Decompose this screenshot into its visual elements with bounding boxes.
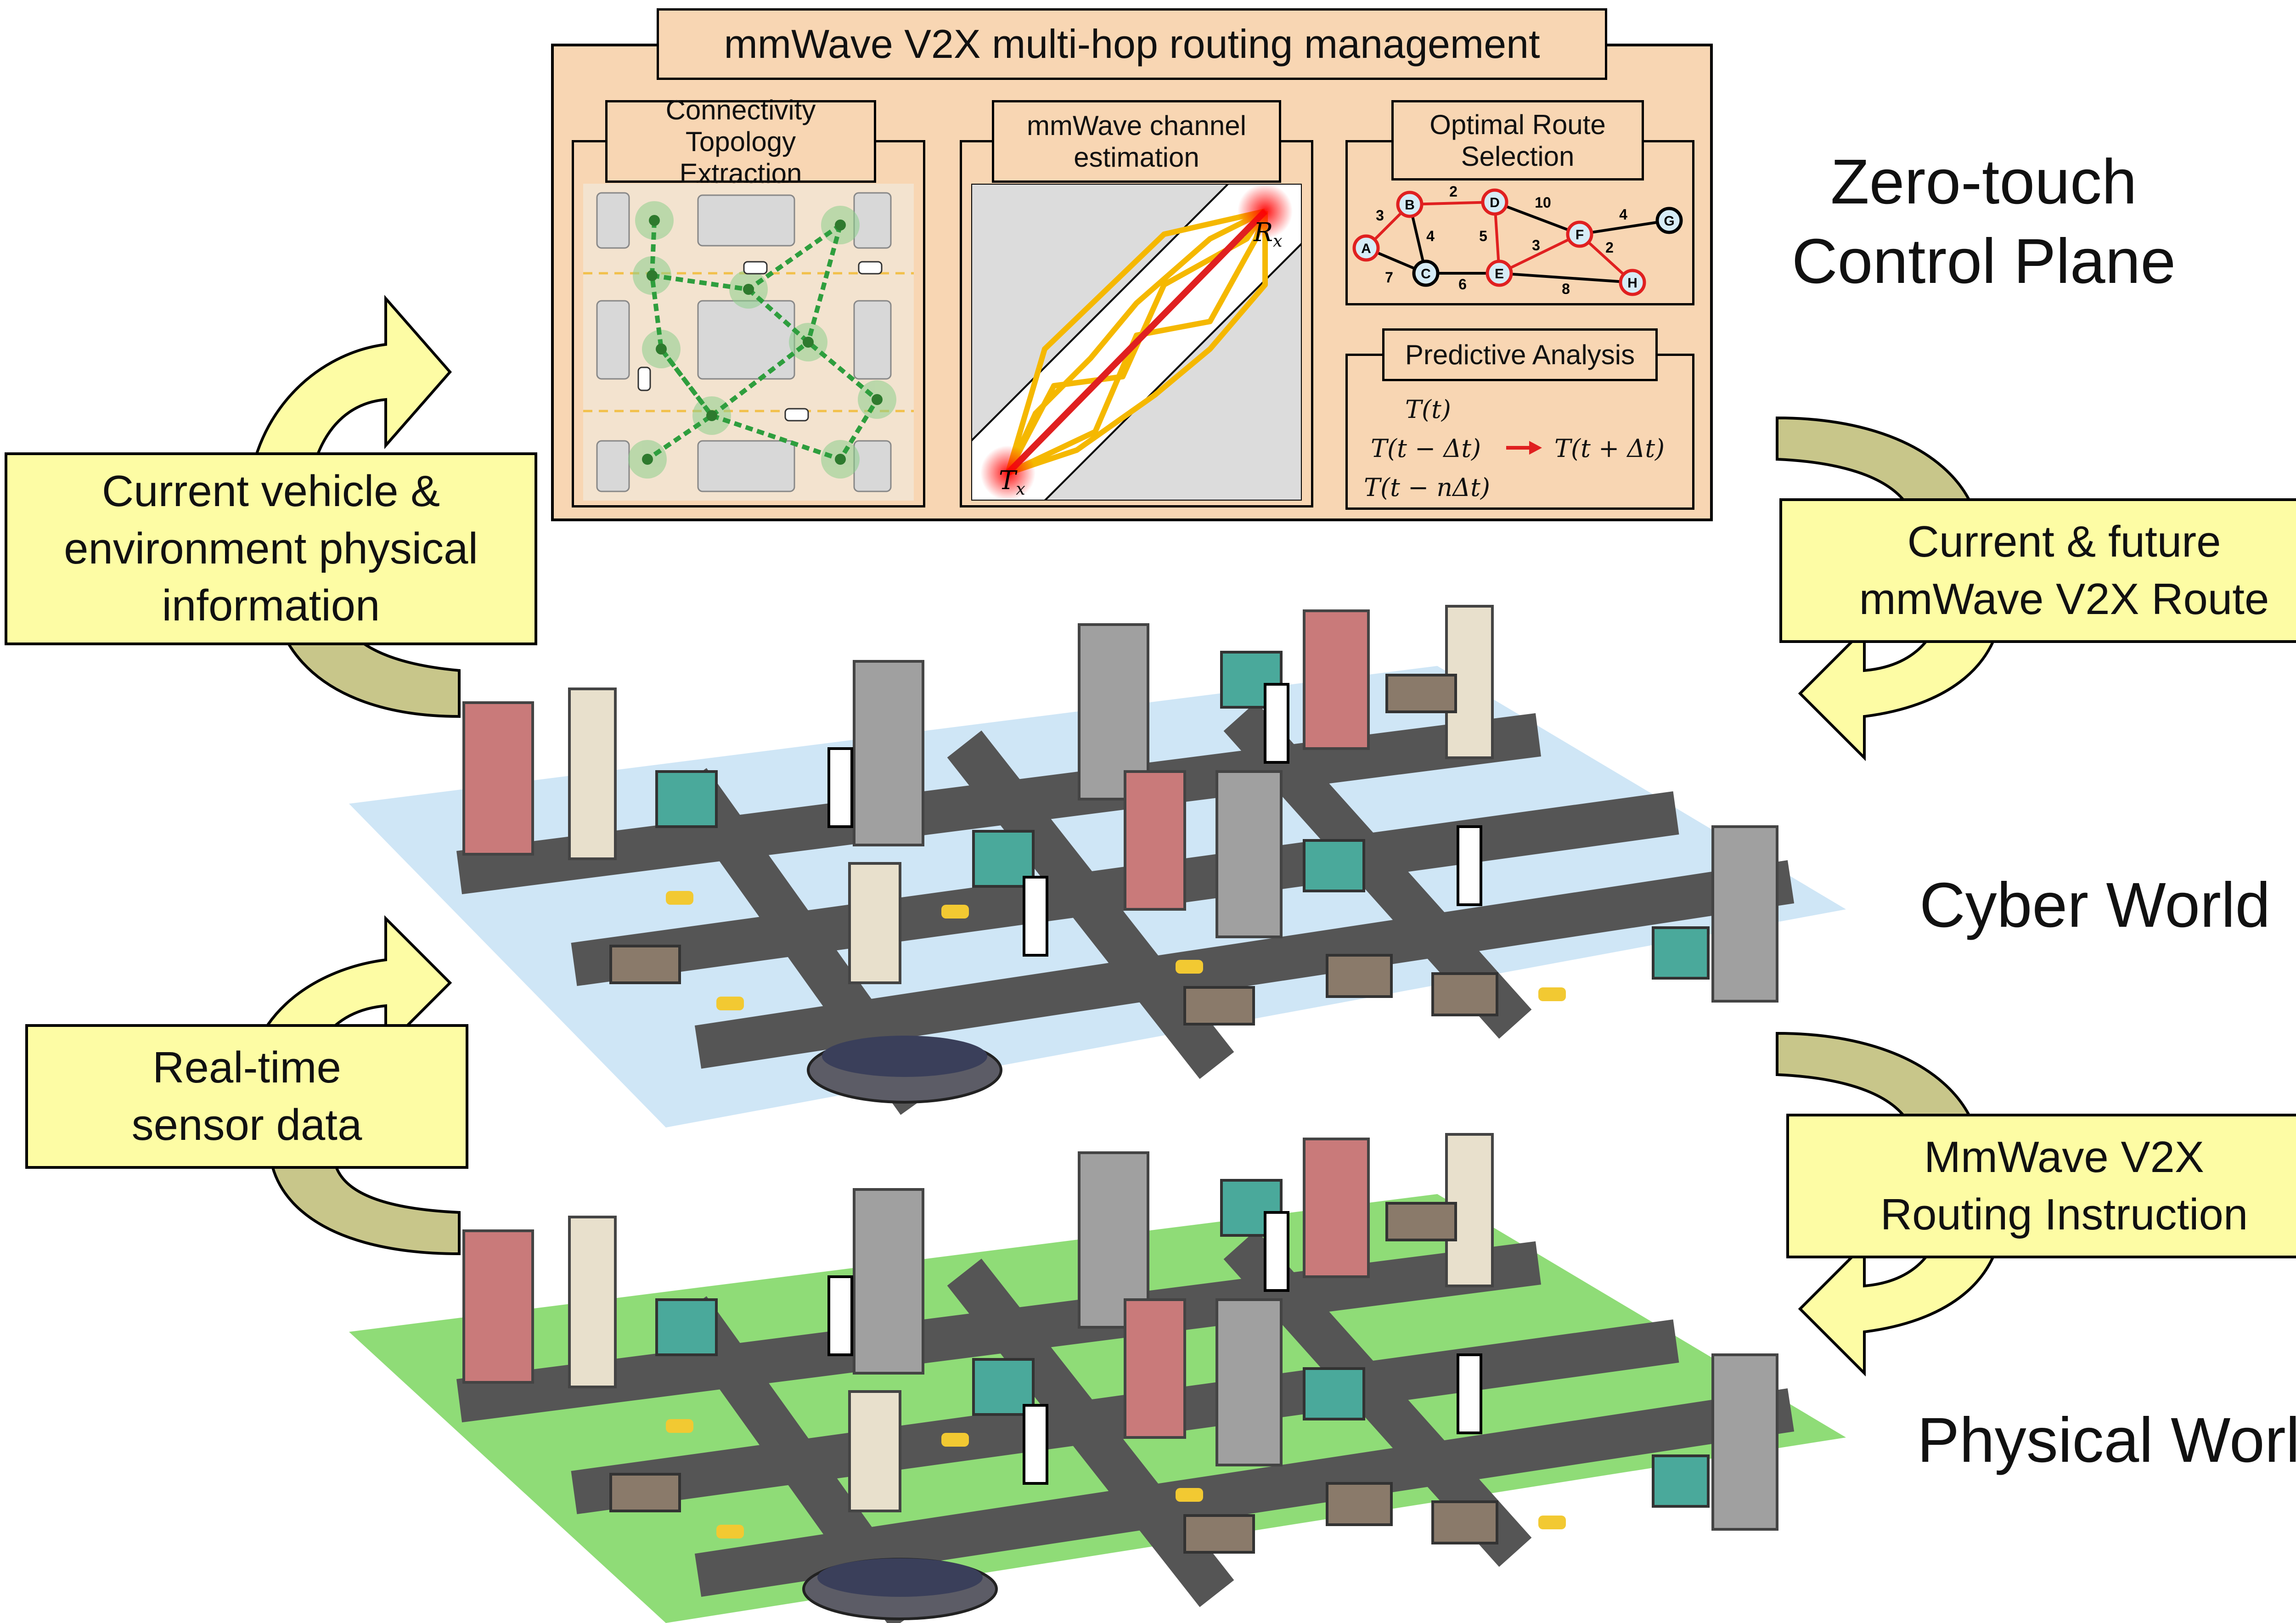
control-plane-title: mmWave V2X multi-hop routing management <box>657 8 1607 80</box>
rx-subscript: x <box>1273 232 1282 251</box>
svg-text:Rx: Rx <box>1253 218 1282 251</box>
predictive-title: Predictive Analysis <box>1382 328 1658 381</box>
routing-instruction-box: MmWave V2X Routing Instruction <box>1786 1114 2296 1258</box>
cyber-world-label: Cyber World <box>1919 870 2271 941</box>
node-label: B <box>1405 197 1415 213</box>
graph-node-d: D <box>1481 188 1508 216</box>
current-info-line3: information <box>162 581 380 631</box>
graph-node-e: E <box>1486 259 1513 287</box>
node-label: E <box>1495 266 1504 282</box>
physical-world-city <box>349 1133 1846 1623</box>
node-label: D <box>1490 195 1500 210</box>
channel-diagram: Tx Rx <box>971 184 1302 501</box>
current-info-line1: Current vehicle & <box>101 466 440 516</box>
weight-label: 3 <box>1532 237 1540 254</box>
future-route-box: Current & future mmWave V2X Route <box>1779 498 2296 643</box>
node-label: F <box>1576 227 1584 242</box>
weight-label: 8 <box>1562 281 1570 297</box>
weight-label: 6 <box>1458 276 1467 293</box>
weight-label: 4 <box>1426 228 1435 244</box>
tx-subscript: x <box>1016 480 1025 499</box>
rx-label: R <box>1253 218 1273 248</box>
predictive-title-text: Predictive Analysis <box>1405 339 1635 370</box>
graph-node-a: A <box>1352 234 1380 262</box>
sensor-line2: sensor data <box>131 1100 362 1150</box>
routing-line2: Routing Instruction <box>1880 1189 2248 1239</box>
current-info-box: Current vehicle & environment physical i… <box>5 452 537 645</box>
route-title-line1: Optimal Route <box>1429 109 1606 140</box>
weight-label: 2 <box>1605 239 1614 256</box>
weight-label: 3 <box>1376 207 1384 224</box>
topology-title-line2: Extraction <box>679 158 802 189</box>
equation-t-minus-dt: T(t − Δt) <box>1371 434 1481 463</box>
node-label: A <box>1361 241 1371 256</box>
weight-label: 2 <box>1449 183 1458 200</box>
graph-node-c: C <box>1412 259 1440 287</box>
equation-t-minus-ndt: T(t − nΔt) <box>1364 473 1490 502</box>
node-label: G <box>1664 214 1674 229</box>
predict-arrow-icon <box>1506 441 1542 455</box>
weight-label: 10 <box>1535 194 1551 211</box>
current-info-line2: environment physical <box>64 524 478 573</box>
cyber-world-city <box>349 605 1846 1127</box>
node-label: H <box>1627 276 1638 291</box>
weight-label: 7 <box>1385 269 1393 286</box>
weight-label: 4 <box>1619 206 1627 223</box>
physical-world-label: Physical World <box>1917 1405 2296 1476</box>
routing-line1: MmWave V2X <box>1924 1132 2204 1182</box>
topology-title: Connectivity Topology Extraction <box>605 95 876 189</box>
control-plane-title-text: mmWave V2X multi-hop routing management <box>724 21 1540 67</box>
future-route-line1: Current & future <box>1907 517 2221 566</box>
channel-title: mmWave channel estimation <box>992 100 1281 183</box>
sensor-data-box: Real-time sensor data <box>25 1024 468 1169</box>
graph-node-g: G <box>1655 207 1683 234</box>
equation-t-plus-dt: T(t + Δt) <box>1554 434 1665 463</box>
svg-text:Tx: Tx <box>999 466 1025 499</box>
sensor-line1: Real-time <box>152 1043 341 1092</box>
graph-node-f: F <box>1566 220 1593 248</box>
route-title-line2: Selection <box>1461 141 1575 172</box>
node-label: C <box>1421 266 1431 282</box>
graph-node-h: H <box>1619 269 1646 296</box>
equation-t: T(t) <box>1405 395 1451 424</box>
route-graph: 3 2 10 4 4 5 3 2 7 6 8 A B C D E F G H <box>1352 183 1683 297</box>
graph-node-b: B <box>1396 191 1424 218</box>
zero-touch-line1: Zero-touch <box>1830 147 2137 217</box>
route-title: Optimal Route Selection <box>1391 100 1644 180</box>
topology-title-line1: Connectivity Topology <box>665 94 816 157</box>
tx-label: T <box>999 466 1018 496</box>
weight-label: 5 <box>1479 228 1487 244</box>
channel-title-line1: mmWave channel <box>1027 110 1246 141</box>
zero-touch-line2: Control Plane <box>1791 225 2176 297</box>
topology-map <box>583 184 914 501</box>
channel-title-line2: estimation <box>1074 142 1199 173</box>
future-route-line2: mmWave V2X Route <box>1859 574 2269 624</box>
zero-touch-label: Zero-touch Control Plane <box>1754 142 2213 301</box>
